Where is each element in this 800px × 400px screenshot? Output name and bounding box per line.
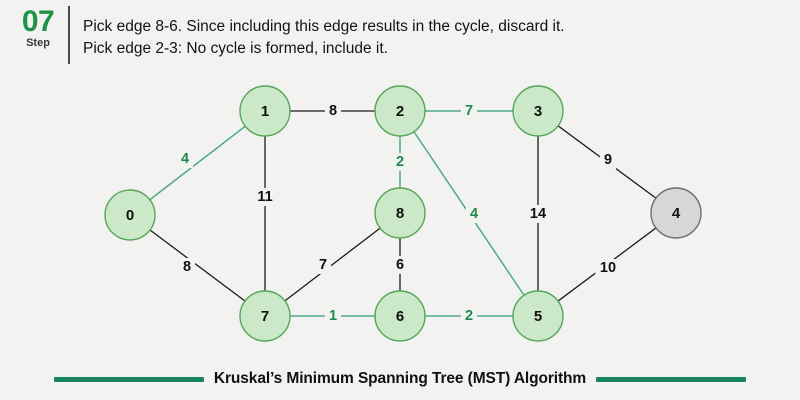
edge-weight-0-1: 4 xyxy=(181,151,189,167)
edge-weight-2-3: 7 xyxy=(465,103,473,119)
footer: Kruskal’s Minimum Spanning Tree (MST) Al… xyxy=(0,358,800,400)
step-header: 07 Step Pick edge 8-6. Since including t… xyxy=(0,0,800,78)
edge-weight-backdrop xyxy=(599,151,617,169)
graph-node-label-1: 1 xyxy=(261,103,269,120)
step-instructions: Pick edge 8-6. Since including this edge… xyxy=(70,0,565,61)
edge-weight-backdrop xyxy=(324,102,342,120)
graph-node-6[interactable] xyxy=(374,290,426,342)
graph-node-1[interactable] xyxy=(239,85,291,137)
footer-title: Kruskal’s Minimum Spanning Tree (MST) Al… xyxy=(213,370,587,387)
edge-weight-backdrop xyxy=(595,259,621,277)
edge-weight-backdrop xyxy=(460,307,478,325)
graph-edge-0-7 xyxy=(149,229,246,302)
step-number: 07 xyxy=(21,5,55,38)
graph-node-2[interactable] xyxy=(374,85,426,137)
footer-rule-right xyxy=(596,376,747,382)
footer-rule-left xyxy=(53,376,204,382)
graph-node-label-0: 0 xyxy=(126,207,134,224)
edge-weight-backdrop xyxy=(525,205,551,223)
nodes-layer: 0 1 2 3 4 5 6 7 8 xyxy=(104,85,702,342)
edge-weight-8-6: 6 xyxy=(396,257,404,273)
edge-weight-backdrop xyxy=(178,258,196,276)
graph-container: 4 8 8 11 7 2 4 9 14 10 7 6 1 2 0 1 2 3 4 5 6 7 8 xyxy=(0,78,800,354)
edge-weight-4-5: 10 xyxy=(600,260,616,276)
graph-node-5[interactable] xyxy=(512,290,564,342)
graph-node-3[interactable] xyxy=(512,85,564,137)
graph-node-0[interactable] xyxy=(104,189,156,241)
step-badge: 07 Step xyxy=(0,0,66,49)
edge-labels-layer: 4 8 8 11 7 2 4 9 14 10 7 6 1 2 xyxy=(176,102,621,325)
edge-weight-backdrop xyxy=(460,102,478,120)
edge-weight-backdrop xyxy=(324,307,342,325)
graph-node-label-8: 8 xyxy=(396,205,404,222)
edge-weight-3-4: 9 xyxy=(604,152,612,168)
edge-weight-backdrop xyxy=(391,153,409,171)
instruction-line-2: Pick edge 2-3: No cycle is formed, inclu… xyxy=(83,40,388,58)
graph-node-label-5: 5 xyxy=(534,308,542,325)
graph-node-label-7: 7 xyxy=(261,308,269,325)
edge-weight-2-8: 2 xyxy=(396,154,404,170)
edge-weight-1-7: 11 xyxy=(257,189,272,205)
edge-weight-backdrop xyxy=(465,205,483,223)
edge-weight-7-6: 1 xyxy=(329,308,337,324)
graph-node-label-6: 6 xyxy=(396,308,404,325)
edge-weight-3-5: 14 xyxy=(530,206,546,222)
edge-weight-backdrop xyxy=(391,256,409,274)
edge-weight-2-5: 4 xyxy=(470,206,478,222)
header-divider xyxy=(68,6,70,64)
graph-edge-7-8 xyxy=(284,227,381,302)
edge-weight-backdrop xyxy=(176,150,194,168)
edge-weight-1-2: 8 xyxy=(329,103,337,119)
graph-node-7[interactable] xyxy=(239,290,291,342)
edge-weight-backdrop xyxy=(252,188,278,206)
graph-edge-0-1 xyxy=(149,125,246,201)
graph-node-8[interactable] xyxy=(374,187,426,239)
kruskal-graph: 4 8 8 11 7 2 4 9 14 10 7 6 1 2 0 1 2 3 4 5 6 7 8 xyxy=(104,85,702,342)
edge-weight-0-7: 8 xyxy=(183,259,191,275)
instruction-line-1: Pick edge 8-6. Since including this edge… xyxy=(83,18,565,35)
graph-node-4[interactable] xyxy=(650,187,702,239)
graph-node-label-2: 2 xyxy=(396,103,404,120)
edge-weight-7-8: 7 xyxy=(319,257,327,273)
step-word-label: Step xyxy=(26,36,50,49)
edge-weight-6-5: 2 xyxy=(465,308,473,324)
graph-node-label-3: 3 xyxy=(534,103,542,120)
edge-weight-backdrop xyxy=(314,256,332,274)
graph-node-label-4: 4 xyxy=(672,205,681,222)
